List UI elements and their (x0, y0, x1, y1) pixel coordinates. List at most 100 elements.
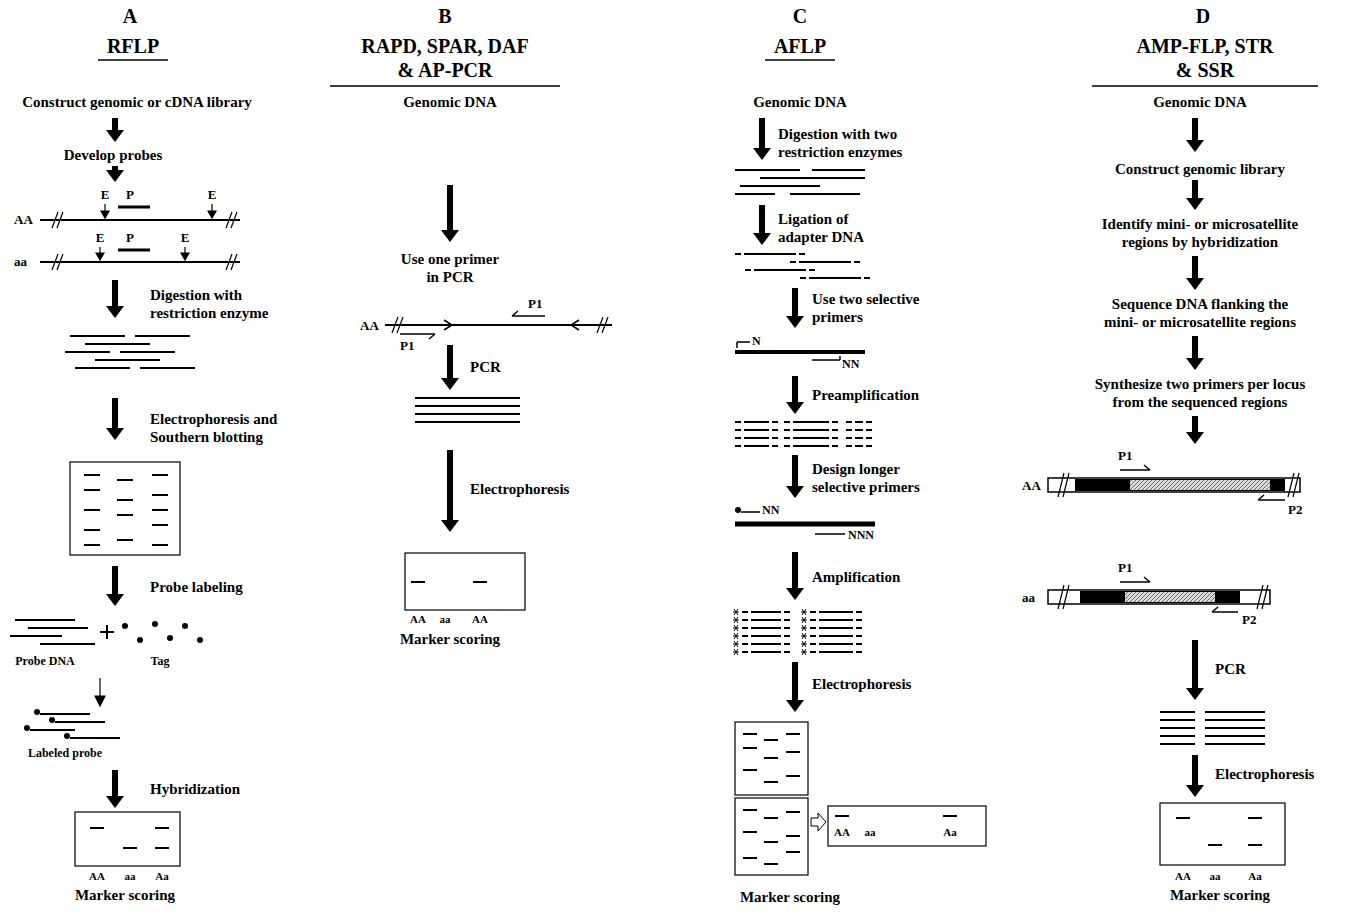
step-label: Sequence DNA flanking the mini- or micro… (1098, 295, 1303, 331)
panel-letter: D (1196, 4, 1210, 28)
title-underline (765, 59, 835, 61)
site-arrow (208, 211, 216, 218)
label-star (733, 609, 807, 655)
plus-sign (100, 625, 114, 639)
step-label: Marker scoring (1170, 886, 1270, 904)
dna-fragment (85, 343, 150, 345)
step-label: Construct genomic or cDNA library (22, 93, 252, 111)
primer-label: P1 (528, 296, 542, 312)
step-label: Synthesize two primers per locus from th… (1088, 375, 1313, 411)
thin-arrow (95, 678, 105, 706)
part-label: Probe DNA (15, 654, 74, 668)
step-arrow (441, 185, 459, 242)
gel (405, 553, 525, 610)
primer-fragment (735, 350, 865, 354)
adapter-fragment (790, 261, 860, 263)
step-arrow (1186, 256, 1204, 290)
step-label: Amplification (812, 568, 900, 586)
locus-bar (1048, 473, 1300, 609)
method-title: AFLP (774, 34, 826, 58)
genotype-label: aa (14, 254, 27, 270)
dna-strand (40, 219, 240, 221)
gel-band (1176, 818, 1262, 845)
step-label: Digestion with restriction enzyme (150, 286, 290, 322)
genotype-label: AA (1022, 478, 1041, 494)
step-arrow (441, 345, 459, 390)
primer-fragment (737, 342, 750, 348)
part-label: Labeled probe (28, 746, 102, 760)
genotype-label: AA (14, 212, 33, 228)
tag-dot (49, 717, 55, 723)
dna-strand (385, 324, 612, 326)
primer-label: P2 (1288, 502, 1302, 518)
site-label: E (96, 230, 105, 246)
preamp-fragment (846, 422, 872, 446)
tag-dot (122, 623, 128, 629)
gel-band (84, 475, 100, 545)
genotype-label: AA (89, 870, 105, 883)
preamp-fragment (735, 422, 778, 446)
label-star (801, 633, 807, 639)
site-label: P (126, 230, 134, 246)
genotype-label: aa (1210, 870, 1221, 883)
gel-band (84, 475, 168, 545)
genotype-label: AA (410, 613, 426, 626)
step-label: Hybridization (150, 780, 240, 798)
site-arrow (101, 211, 109, 218)
adapter-fragment (800, 277, 870, 279)
step-arrow (1186, 336, 1204, 370)
genotype-label: Aa (1248, 870, 1261, 883)
thin-arrow (95, 696, 105, 706)
gel-band (411, 581, 487, 583)
tag-dot (182, 623, 188, 629)
preamp-fragment (735, 422, 872, 446)
step-label: PCR (1215, 660, 1246, 678)
step-arrow (106, 770, 124, 808)
step-arrow (786, 455, 804, 498)
gel (735, 722, 808, 795)
step-arrow (1186, 180, 1204, 210)
step-label: Marker scoring (75, 886, 175, 904)
label-star (801, 617, 807, 623)
primer-label: P1 (1118, 448, 1132, 464)
step-label: Genomic DNA (1153, 93, 1247, 111)
genotype-label: AA (1175, 870, 1191, 883)
primer-arrow (1120, 465, 1285, 612)
primer-label: N (752, 334, 761, 348)
dna-strand (392, 317, 608, 333)
dna-strand (40, 212, 240, 270)
tag-dot (167, 635, 173, 641)
pcr-product (1160, 712, 1195, 744)
step-arrow (106, 118, 1204, 808)
panel-letter: C (793, 4, 807, 28)
step-label: Develop probes (64, 146, 162, 164)
label-star (733, 649, 739, 655)
step-arrow (753, 205, 771, 245)
genotype-label: aa (440, 613, 451, 626)
labeled-probe (30, 714, 120, 738)
title-underline (1092, 85, 1318, 87)
gel-band (90, 828, 169, 848)
tag-dot (34, 709, 40, 715)
step-label: Electrophoresis (812, 675, 911, 693)
gel (828, 806, 986, 846)
label-star (733, 633, 739, 639)
primer-fragment (812, 356, 840, 360)
label-star (733, 609, 739, 615)
primer-arrow (1258, 495, 1285, 500)
genotype-label: aa (865, 826, 876, 839)
locus-bar (1130, 480, 1270, 490)
step-label: Preamplification (812, 386, 919, 404)
pcr-product (415, 398, 520, 422)
step-arrow (786, 662, 804, 712)
locus-bar (1075, 479, 1285, 491)
primer-label: NNN (848, 528, 874, 542)
genotype-label: AA (360, 318, 379, 334)
probe-dna (10, 620, 95, 644)
amplified-fragment (742, 612, 790, 652)
site-arrow (181, 253, 189, 260)
label-star (733, 641, 739, 647)
tag-dot (197, 637, 203, 643)
step-label: Electrophoresis and Southern blotting (150, 410, 310, 446)
